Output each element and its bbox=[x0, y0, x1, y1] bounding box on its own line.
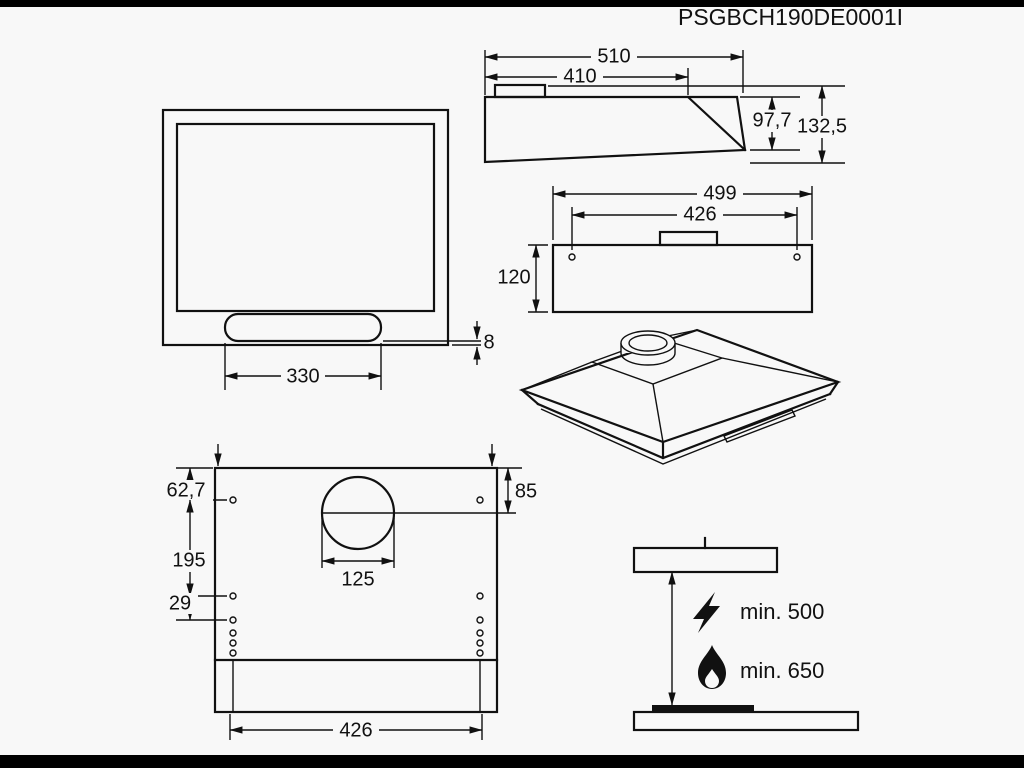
rear-screw-hole-left bbox=[568, 253, 576, 261]
side-duct-flange bbox=[493, 83, 547, 99]
dim-flange-width: 410 bbox=[563, 65, 596, 87]
letterbox-top bbox=[0, 0, 1024, 7]
dim-hole-pitch: 195 bbox=[172, 549, 205, 571]
side-view: 510 410 97,7 132,5 bbox=[483, 45, 854, 164]
dim-front-height: 97,7 bbox=[753, 109, 792, 131]
dim-duct-center-offset: 85 bbox=[515, 480, 537, 502]
rear-view: 499 426 120 bbox=[497, 182, 814, 314]
rear-screw-hole-right bbox=[793, 253, 801, 261]
flame-icon-inner bbox=[705, 669, 719, 688]
dim-bar-width: 330 bbox=[286, 365, 319, 387]
vent-cylinder-base bbox=[620, 352, 676, 366]
min-electric-clearance: min. 500 bbox=[740, 599, 824, 624]
front-handle-bar bbox=[223, 312, 383, 343]
dim-small-offset: 29 bbox=[169, 592, 191, 614]
isometric-view bbox=[518, 328, 842, 465]
dim-duct-diameter: 125 bbox=[341, 568, 374, 590]
dim-top-offset: 62,7 bbox=[167, 479, 206, 501]
min-gas-clearance: min. 650 bbox=[740, 658, 824, 683]
filter-panel bbox=[723, 409, 796, 443]
rear-duct-flange bbox=[658, 230, 719, 247]
part-number: PSGBCH190DE0001I bbox=[678, 4, 903, 30]
mounting-view: 62,7 195 29 85 125 426 bbox=[160, 444, 540, 742]
dim-body-height: 120 bbox=[497, 266, 530, 288]
mounting-plate bbox=[213, 466, 499, 714]
dim-total-height: 132,5 bbox=[797, 115, 847, 137]
flame-icon bbox=[698, 645, 726, 689]
lightning-icon bbox=[693, 592, 720, 633]
front-outer-panel bbox=[161, 108, 450, 347]
clearance-view: min. 500 min. 650 bbox=[632, 536, 860, 732]
dim-bar-gap: 8 bbox=[483, 331, 494, 353]
dim-base-width: 426 bbox=[339, 719, 372, 741]
front-view: 330 8 bbox=[161, 108, 498, 390]
side-canopy-slope bbox=[686, 95, 747, 152]
vent-opening bbox=[628, 334, 668, 352]
dim-rear-width: 499 bbox=[703, 182, 736, 204]
dim-hole-spacing: 426 bbox=[683, 203, 716, 225]
letterbox-bottom bbox=[0, 755, 1024, 768]
front-inner-panel bbox=[175, 122, 436, 313]
burner-strip bbox=[652, 705, 754, 712]
dim-total-width: 510 bbox=[597, 45, 630, 67]
